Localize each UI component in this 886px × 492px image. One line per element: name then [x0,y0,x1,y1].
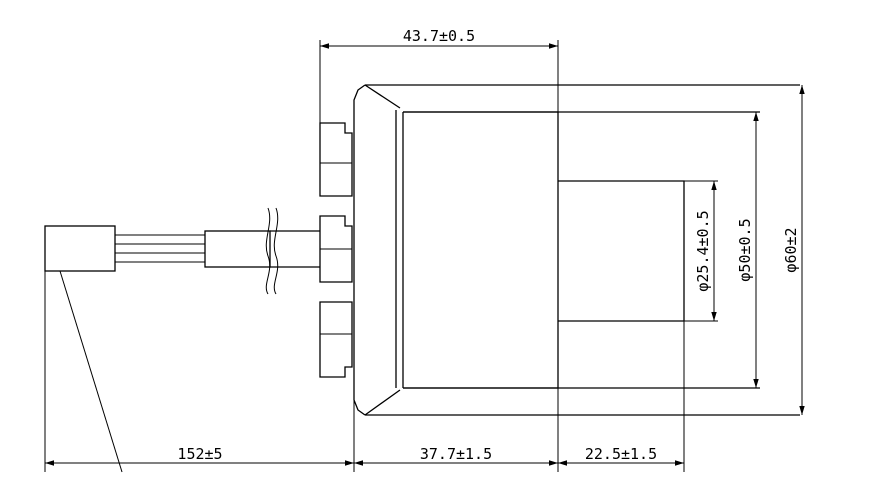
dimension-cable-length: 152±5 [45,445,354,466]
cable-break-symbol [265,207,279,295]
dim-label-flange-diameter: φ60±2 [782,227,800,272]
terminal-block-bottom [319,301,353,378]
terminal-block-middle [319,215,353,283]
dimension-shaft-length: 22.5±1.5 [558,445,684,466]
dimension-flange-diameter: φ60±2 [782,85,805,415]
flange [353,84,800,416]
dim-label-cable-length: 152±5 [177,445,222,463]
dimension-shaft-diameter: φ25.4±0.5 [694,181,717,321]
dim-label-body-diameter: φ50±0.5 [736,218,754,281]
dimension-top-length: 43.7±0.5 [320,27,558,49]
cable [204,207,320,295]
dimension-body-diameter: φ50±0.5 [736,112,759,388]
terminal-block-top [319,122,353,197]
dim-label-shaft-diameter: φ25.4±0.5 [694,210,712,291]
extension-lines [44,40,685,473]
dim-label-body-length: 37.7±1.5 [420,445,492,463]
dim-label-shaft-length: 22.5±1.5 [585,445,657,463]
connector-plug [44,225,205,272]
dim-label-top-length: 43.7±0.5 [403,27,475,45]
dimension-body-length: 37.7±1.5 [354,445,558,466]
